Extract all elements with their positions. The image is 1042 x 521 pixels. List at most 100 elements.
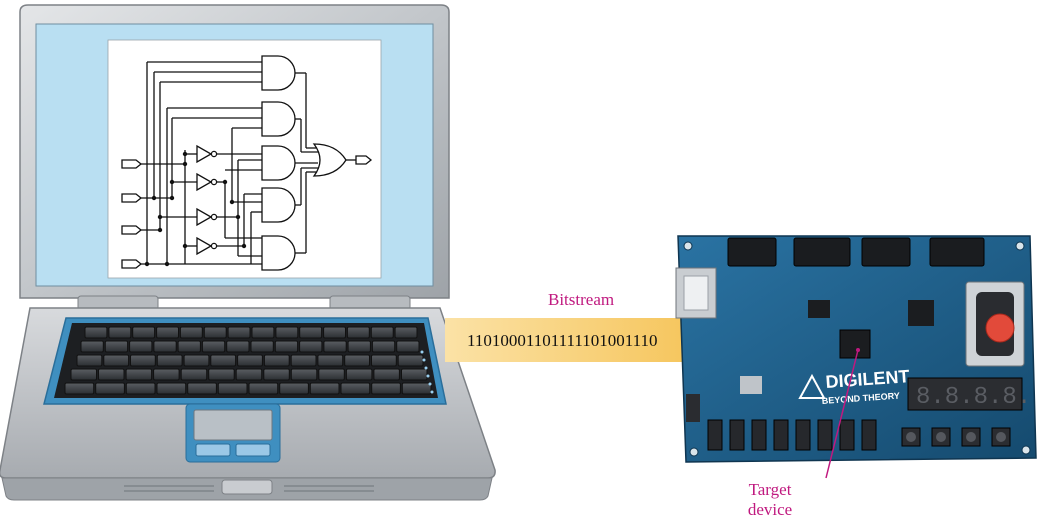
keyboard-key — [156, 354, 183, 367]
keyboard-key — [227, 326, 251, 339]
or-gate — [312, 143, 347, 177]
keyboard-key — [180, 368, 208, 381]
keyboard-key — [187, 382, 217, 395]
fpga-board: DIGILENT BEYOND THEORY 8.8.8.8. — [675, 235, 1037, 463]
keyboard-key — [103, 354, 130, 367]
slide-switches — [707, 419, 877, 451]
keyboard-key — [370, 326, 394, 339]
keyboard-key — [263, 354, 290, 367]
touchpad-left-button — [195, 443, 231, 457]
keyboard-key — [104, 340, 129, 353]
push-button-cap — [936, 432, 946, 442]
keyboard-key — [201, 340, 226, 353]
keyboard-key — [250, 340, 274, 353]
brand-logo — [798, 373, 826, 399]
keyboard-key — [371, 382, 401, 395]
keyboard-key — [323, 326, 347, 339]
keyboard-key — [346, 326, 370, 339]
keyboard-key — [156, 382, 187, 395]
keyboard-key — [373, 368, 400, 381]
keyboard-key — [130, 354, 156, 367]
bitstream-bits: 11010001101111101001110 — [467, 331, 657, 350]
push-buttons — [901, 427, 1011, 447]
keyboard-key — [132, 326, 156, 339]
keyboard-key — [153, 368, 180, 381]
keyboard-key — [76, 354, 103, 367]
keyboard-key — [70, 368, 97, 381]
keyboard-key — [323, 340, 347, 353]
slide-switch — [795, 419, 811, 451]
power-switch — [686, 394, 700, 422]
keyboard-key — [279, 382, 309, 395]
keyboard-key — [275, 326, 299, 339]
keyboard-key — [237, 354, 263, 367]
keyboard-key — [248, 382, 279, 395]
keyboard-key — [299, 326, 323, 339]
keyboard-key — [340, 382, 371, 395]
keyboard-key — [396, 340, 420, 353]
keyboard-key — [179, 326, 203, 339]
keyboard-key — [263, 368, 290, 381]
slide-switch — [729, 419, 745, 451]
keyboard-key — [299, 340, 323, 353]
slide-switch — [751, 419, 767, 451]
keyboard-key — [203, 326, 227, 339]
keyboard-key — [347, 340, 371, 353]
slide-switch — [817, 419, 833, 451]
keyboard-key — [98, 368, 125, 381]
laptop — [0, 4, 496, 501]
keyboard-key — [274, 340, 299, 353]
status-leds — [420, 350, 434, 394]
keyboard-key — [394, 326, 418, 339]
keyboard-key — [309, 382, 340, 395]
target-label-line2: device — [748, 500, 792, 519]
touchpad — [193, 409, 273, 441]
vent-slots — [124, 485, 374, 492]
keyboard-key — [226, 340, 250, 353]
keyboard-key — [290, 368, 318, 381]
input-ports — [121, 159, 143, 269]
keyboard-key — [401, 368, 428, 381]
keyboard-key — [156, 326, 180, 339]
keyboard-key — [108, 326, 132, 339]
pmod-connectors — [727, 237, 985, 267]
keyboard-key — [84, 326, 108, 339]
keyboard-key — [235, 368, 263, 381]
keyboard-key — [177, 340, 201, 353]
display-digits: 8.8.8.8. — [916, 384, 1031, 411]
logic-schematic — [121, 55, 373, 271]
fpga-chip — [839, 329, 871, 359]
sticker — [985, 313, 1015, 343]
slide-switch — [773, 419, 789, 451]
keyboard-key — [125, 368, 153, 381]
keyboard-key — [64, 382, 95, 395]
keyboard-key — [217, 382, 248, 395]
keyboard-key — [125, 382, 156, 395]
keyboard-key — [397, 354, 424, 367]
target-label-line1: Target — [749, 480, 792, 499]
touchpad-right-button — [235, 443, 271, 457]
keyboard-key — [401, 382, 432, 395]
keyboard-key — [183, 354, 210, 367]
slide-switch — [707, 419, 723, 451]
mounting-holes — [683, 241, 1031, 457]
push-button-cap — [996, 432, 1006, 442]
bitstream-arrow: Bitstream 11010001101111101001110 — [445, 290, 848, 386]
keyboard-key — [80, 340, 104, 353]
keyboard-key — [345, 368, 373, 381]
keyboard-key — [210, 354, 237, 367]
keyboard-key — [95, 382, 125, 395]
keyboard-keys — [64, 326, 432, 395]
keyboard-key — [290, 354, 317, 367]
target-pointer-line — [825, 349, 859, 479]
keyboard-key — [129, 340, 153, 353]
bitstream-label: Bitstream — [548, 290, 614, 309]
keyboard-key — [208, 368, 235, 381]
keyboard-key — [344, 354, 371, 367]
push-button-cap — [906, 432, 916, 442]
slide-switch — [839, 419, 855, 451]
keyboard-key — [371, 340, 396, 353]
keyboard-key — [318, 368, 345, 381]
